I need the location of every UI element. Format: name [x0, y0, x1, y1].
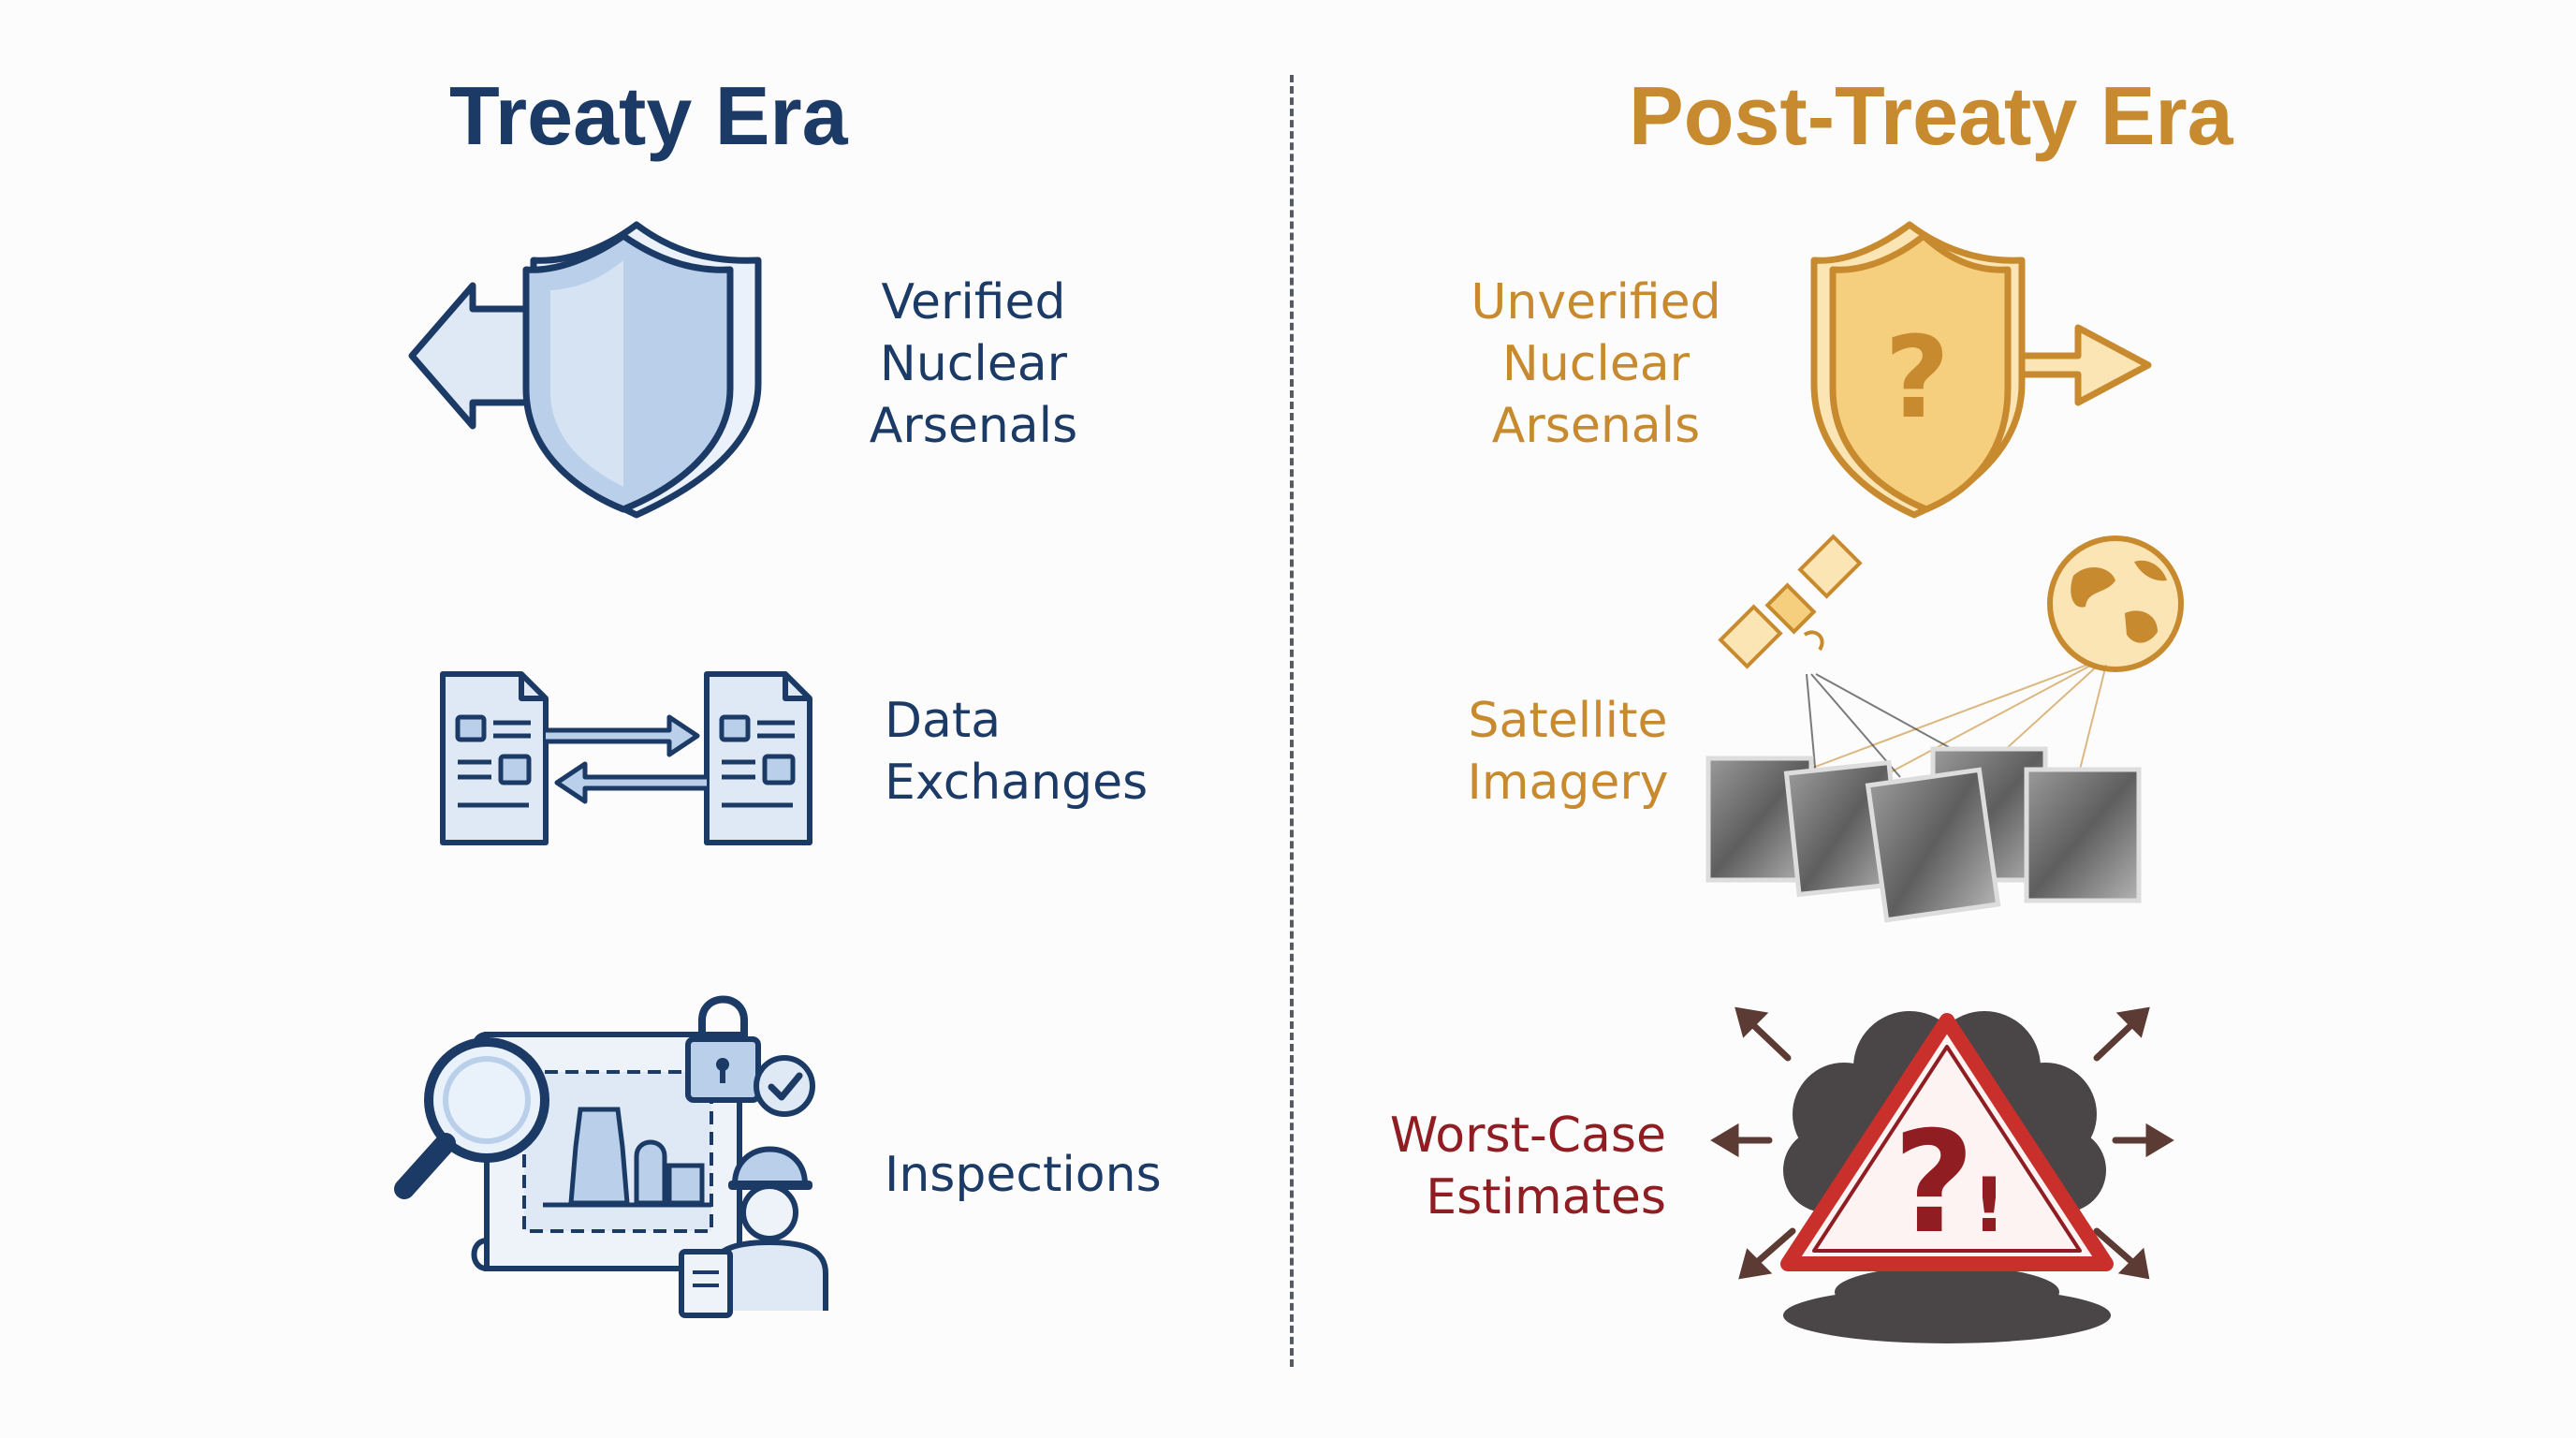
shield-left-arrow-icon: [408, 221, 762, 519]
unverified-nuclear-arsenals-label: Unverified Nuclear Arsenals: [1471, 274, 1721, 454]
globe-icon: [2047, 536, 2184, 672]
mushroom-cloud-warning-icon: ? !: [1710, 1006, 2174, 1343]
treaty-era-title: Treaty Era: [449, 69, 848, 162]
warning-exclamation-mark: !: [1972, 1162, 2006, 1249]
satellite-imagery-label: Satellite Imagery: [1467, 693, 1669, 811]
center-divider: [1290, 75, 1294, 1367]
inspections-label: Inspections: [885, 1147, 1162, 1203]
document-exchange-icon: [440, 671, 812, 845]
satellite-imagery-icon: [1705, 534, 2184, 923]
data-exchanges-label: Data Exchanges: [885, 693, 1149, 811]
verified-nuclear-arsenals-label: Verified Nuclear Arsenals: [869, 274, 1078, 454]
inspection-icon: [394, 995, 828, 1318]
shield-question-right-arrow-icon: ?: [1810, 221, 2152, 519]
warning-question-mark: ?: [1893, 1102, 1974, 1265]
post-treaty-era-title: Post-Treaty Era: [1629, 69, 2233, 162]
shield-question-mark: ?: [1884, 314, 1950, 444]
satellite-icon: [1718, 534, 1863, 669]
worst-case-estimates-label: Worst-Case Estimates: [1389, 1108, 1666, 1225]
